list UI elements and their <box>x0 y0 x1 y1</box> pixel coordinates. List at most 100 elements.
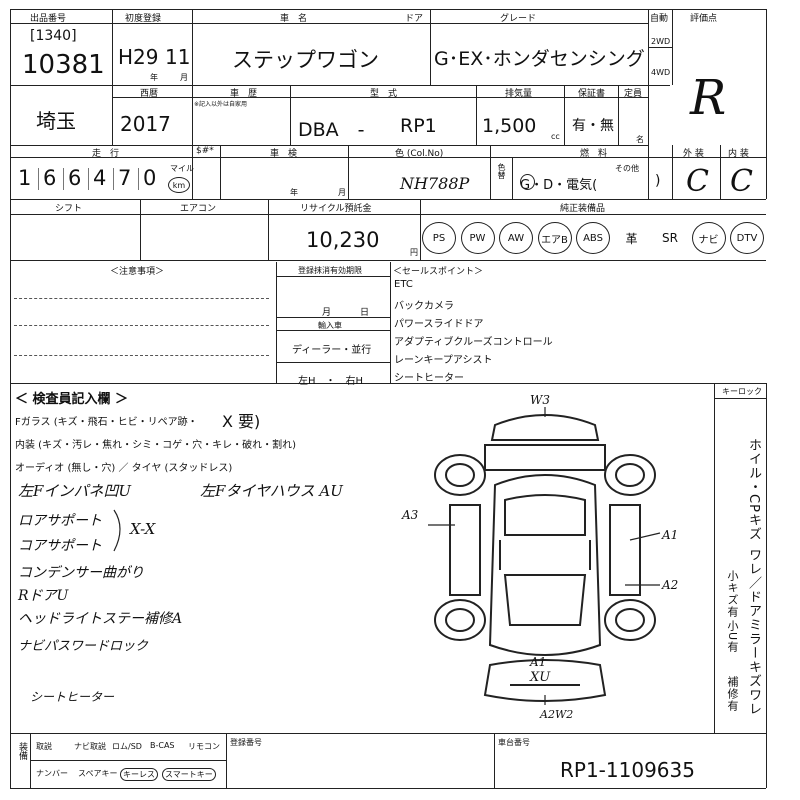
mileage-label: 走 行 <box>92 149 120 159</box>
warranty-value: 有・無 <box>572 118 614 134</box>
equipment-item: エアB <box>537 222 572 254</box>
footer-item: スマートキー <box>162 768 216 781</box>
equipment-item: ナビ <box>691 222 726 254</box>
fuel-other: その他 <box>615 164 639 173</box>
handwritten-note: 左Fタイヤハウス AU <box>200 482 343 500</box>
selling-point: アダプティブクルーズコントロール <box>394 337 553 348</box>
first-reg-year-unit: 年 <box>150 73 158 82</box>
mark-small-dent: 小U有 <box>726 620 739 654</box>
handwritten-note: ヘッドライトステー補修A <box>18 611 183 627</box>
mark-small-scratch: 小キズ有 <box>726 570 739 618</box>
mileage-digit: 7 <box>118 166 132 190</box>
mileage-digit: 6 <box>43 166 57 190</box>
mileage-digit: 4 <box>93 166 107 190</box>
selling-point: シートヒーター <box>394 373 464 384</box>
exterior-label: 外 装 <box>683 149 704 159</box>
drive-4wd: 4WD <box>651 68 671 77</box>
handwritten-note: シートヒーター <box>30 690 115 704</box>
chassis-number: RP1-1109635 <box>560 758 695 782</box>
reg-number-label: 登録番号 <box>230 738 262 747</box>
grade: G･EX･ホンダセンシング <box>434 48 645 70</box>
region: 埼玉 <box>36 109 76 133</box>
year-label: 西暦 <box>140 89 159 99</box>
capacity-label: 定員 <box>624 89 643 99</box>
mileage-digit: 6 <box>68 166 82 190</box>
wheel-mirror-note-2: ワレ／ドアミラーキズワレ <box>746 548 761 716</box>
first-reg-month: 11 <box>165 45 191 69</box>
interior-line: 内装 (キズ・汚レ・焦れ・シミ・コゲ・穴・キレ・破れ・割れ) <box>15 440 296 451</box>
rating-value: R <box>690 70 727 126</box>
km-circled: km <box>168 177 190 193</box>
chassis-label: 車台番号 <box>498 738 530 747</box>
equipment-item: PS <box>422 222 456 254</box>
mark-a3: A3 <box>402 508 419 522</box>
rating-label: 評価点 <box>690 14 718 24</box>
reset-label: $#* <box>196 146 214 156</box>
equipment-item: DTV <box>730 222 764 254</box>
interior-grade: C <box>730 164 753 199</box>
selling-point: レーンキープアシスト <box>394 355 493 366</box>
reg-expiry-day: 日 <box>360 308 370 318</box>
footer-item: リモコン <box>188 742 220 751</box>
wheel-mirror-note-1: ホイル・CPキズ <box>746 438 761 541</box>
mark-w3: W3 <box>530 393 550 407</box>
footer-item: スペアキー <box>78 769 118 778</box>
car-name: ステップワゴン <box>232 48 379 72</box>
ac-label: エアコン <box>180 204 217 214</box>
lot-label: 出品番号 <box>30 14 67 24</box>
equipment-item: ABS <box>576 222 610 254</box>
mark-a1-front: A1 <box>530 655 547 669</box>
inspector-title: ＜ 検査員記入欄 ＞ <box>15 392 129 407</box>
selling-point: ETC <box>394 279 413 290</box>
glass-line: Fガラス (キズ・飛石・ヒビ・リペア跡・ <box>15 417 198 428</box>
selling-label: ＜セールスポイント＞ <box>393 267 484 277</box>
first-reg-month-unit: 月 <box>180 73 188 82</box>
mark-a1-side: A1 <box>662 528 679 542</box>
first-reg-era: H29 <box>118 45 159 69</box>
selling-point: バックカメラ <box>394 301 454 312</box>
mark-xu: XU <box>530 670 551 685</box>
handwritten-note: コンデンサー曲がり <box>18 565 144 581</box>
footer-item: ナンバー <box>36 769 68 778</box>
model-label: 型 式 <box>370 89 398 99</box>
equipment-item: SR <box>662 231 678 245</box>
door-label: ドア <box>405 14 424 24</box>
inspection-year: 年 <box>290 188 298 197</box>
inspection-month: 月 <box>338 188 346 197</box>
import-value: ディーラー・並行 <box>292 345 372 356</box>
yen-unit: 円 <box>410 248 418 257</box>
audio-line: オーディオ (無し・穴) ／ タイヤ (スタッドレス) <box>15 463 233 474</box>
handwritten-note: ナビパスワードロック <box>18 639 149 654</box>
import-label: 輸入車 <box>318 321 342 330</box>
car-name-label: 車 名 <box>280 14 308 24</box>
model-prefix: DBA - <box>298 119 365 141</box>
footer-item: ロム/SD <box>112 742 142 751</box>
model-year: 2017 <box>120 112 171 136</box>
drive-2wd: 2WD <box>651 37 671 46</box>
car-diagram <box>428 407 661 705</box>
model-code: RP1 <box>400 115 437 137</box>
footer-equip-label: 装備 <box>17 742 27 760</box>
lot-bracket: [1340] <box>30 28 77 44</box>
mile-label: マイル <box>170 164 194 173</box>
footer-item: ナビ取説 <box>74 742 106 751</box>
shift-label: シフト <box>55 204 83 214</box>
equipment-item: AW <box>499 222 533 254</box>
grade-label: グレード <box>500 14 537 24</box>
mileage-digit: 0 <box>143 166 157 190</box>
mark-repaired: 補修有 <box>726 676 739 712</box>
history-label: 車 歴 <box>230 89 258 99</box>
fuel-label: 燃 料 <box>580 149 608 159</box>
lot-number: 10381 <box>22 50 105 80</box>
interior-label: 内 装 <box>728 149 749 159</box>
key-lock-label: キーロック <box>722 387 762 396</box>
recycle-deposit: 10,230 <box>306 228 380 252</box>
footer-item: B-CAS <box>150 741 175 750</box>
reg-expiry-month: 月 <box>322 308 332 318</box>
mileage-digit: 1 <box>18 166 32 190</box>
selling-point: パワースライドドア <box>394 319 484 330</box>
footer-item: 取説 <box>36 742 52 751</box>
inspection-label: 車 検 <box>270 149 298 159</box>
cc-label: 排気量 <box>505 89 533 99</box>
history-sub: ※記入以外は自家用 <box>194 101 248 108</box>
